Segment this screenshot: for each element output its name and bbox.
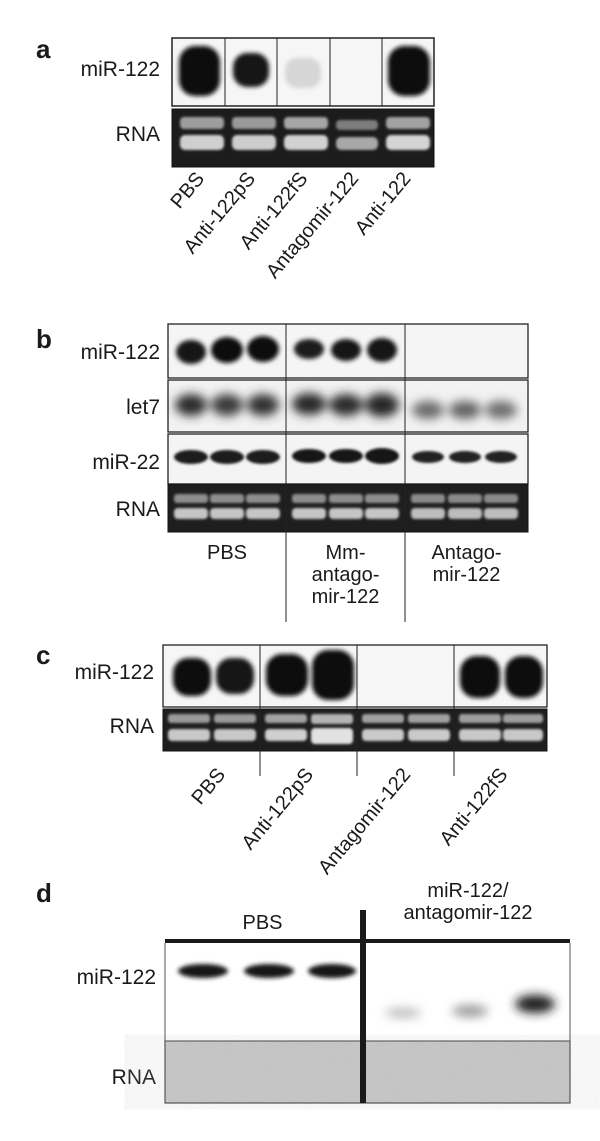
panel-b-group-label-pbs: PBS (206, 542, 248, 564)
panel-b-mir122-band (294, 339, 324, 359)
panel-a-row-label-mir122: miR-122 (80, 58, 160, 81)
panel-a-letter: a (36, 34, 51, 64)
panel-c-row-label-mir122: miR-122 (74, 661, 154, 684)
panel-c-blot (162, 644, 548, 776)
panel-b-group-label-antagomir: Antago- mir-122 (431, 542, 502, 586)
panel-b-mir122-band (176, 340, 206, 364)
panel-b-group-label-mm-antagomir: Mm- antago- mir-122 (311, 542, 380, 608)
panel-b-row-label-mir122: miR-122 (80, 341, 160, 364)
panel-d-letter: d (36, 878, 52, 908)
panel-a-band-anti122ps (233, 53, 269, 87)
panel-b-mir122-band (331, 339, 361, 361)
panel-a-band-anti122 (388, 46, 430, 96)
panel-d-group-label-mir122-antagomir: miR-122/ antagomir-122 (403, 880, 533, 924)
panel-a-band-pbs (179, 46, 220, 96)
panel-b-letter: b (36, 324, 52, 354)
panel-c-row-label-rna: RNA (109, 715, 154, 738)
panel-c-letter: c (36, 640, 51, 670)
panel-b-blot (167, 323, 529, 622)
panel-a-blot (171, 37, 435, 168)
panel-d-group-label-pbs: PBS (242, 912, 283, 934)
panel-b-row-label-mir22: miR-22 (92, 451, 160, 474)
panel-a-band-anti122fs (285, 58, 321, 88)
panel-d-row-label-rna: RNA (111, 1066, 156, 1089)
panel-b-mir122-band (247, 336, 279, 362)
panel-d-blot (164, 910, 571, 1104)
panel-a-row-label-rna: RNA (115, 123, 160, 146)
panel-b-row-label-let7: let7 (126, 396, 160, 419)
panel-b-mir122-band (367, 338, 397, 362)
panel-d-row-label-mir122: miR-122 (76, 966, 156, 989)
panel-b-mir122-band (211, 337, 243, 363)
panel-b-row-label-rna: RNA (115, 498, 160, 521)
